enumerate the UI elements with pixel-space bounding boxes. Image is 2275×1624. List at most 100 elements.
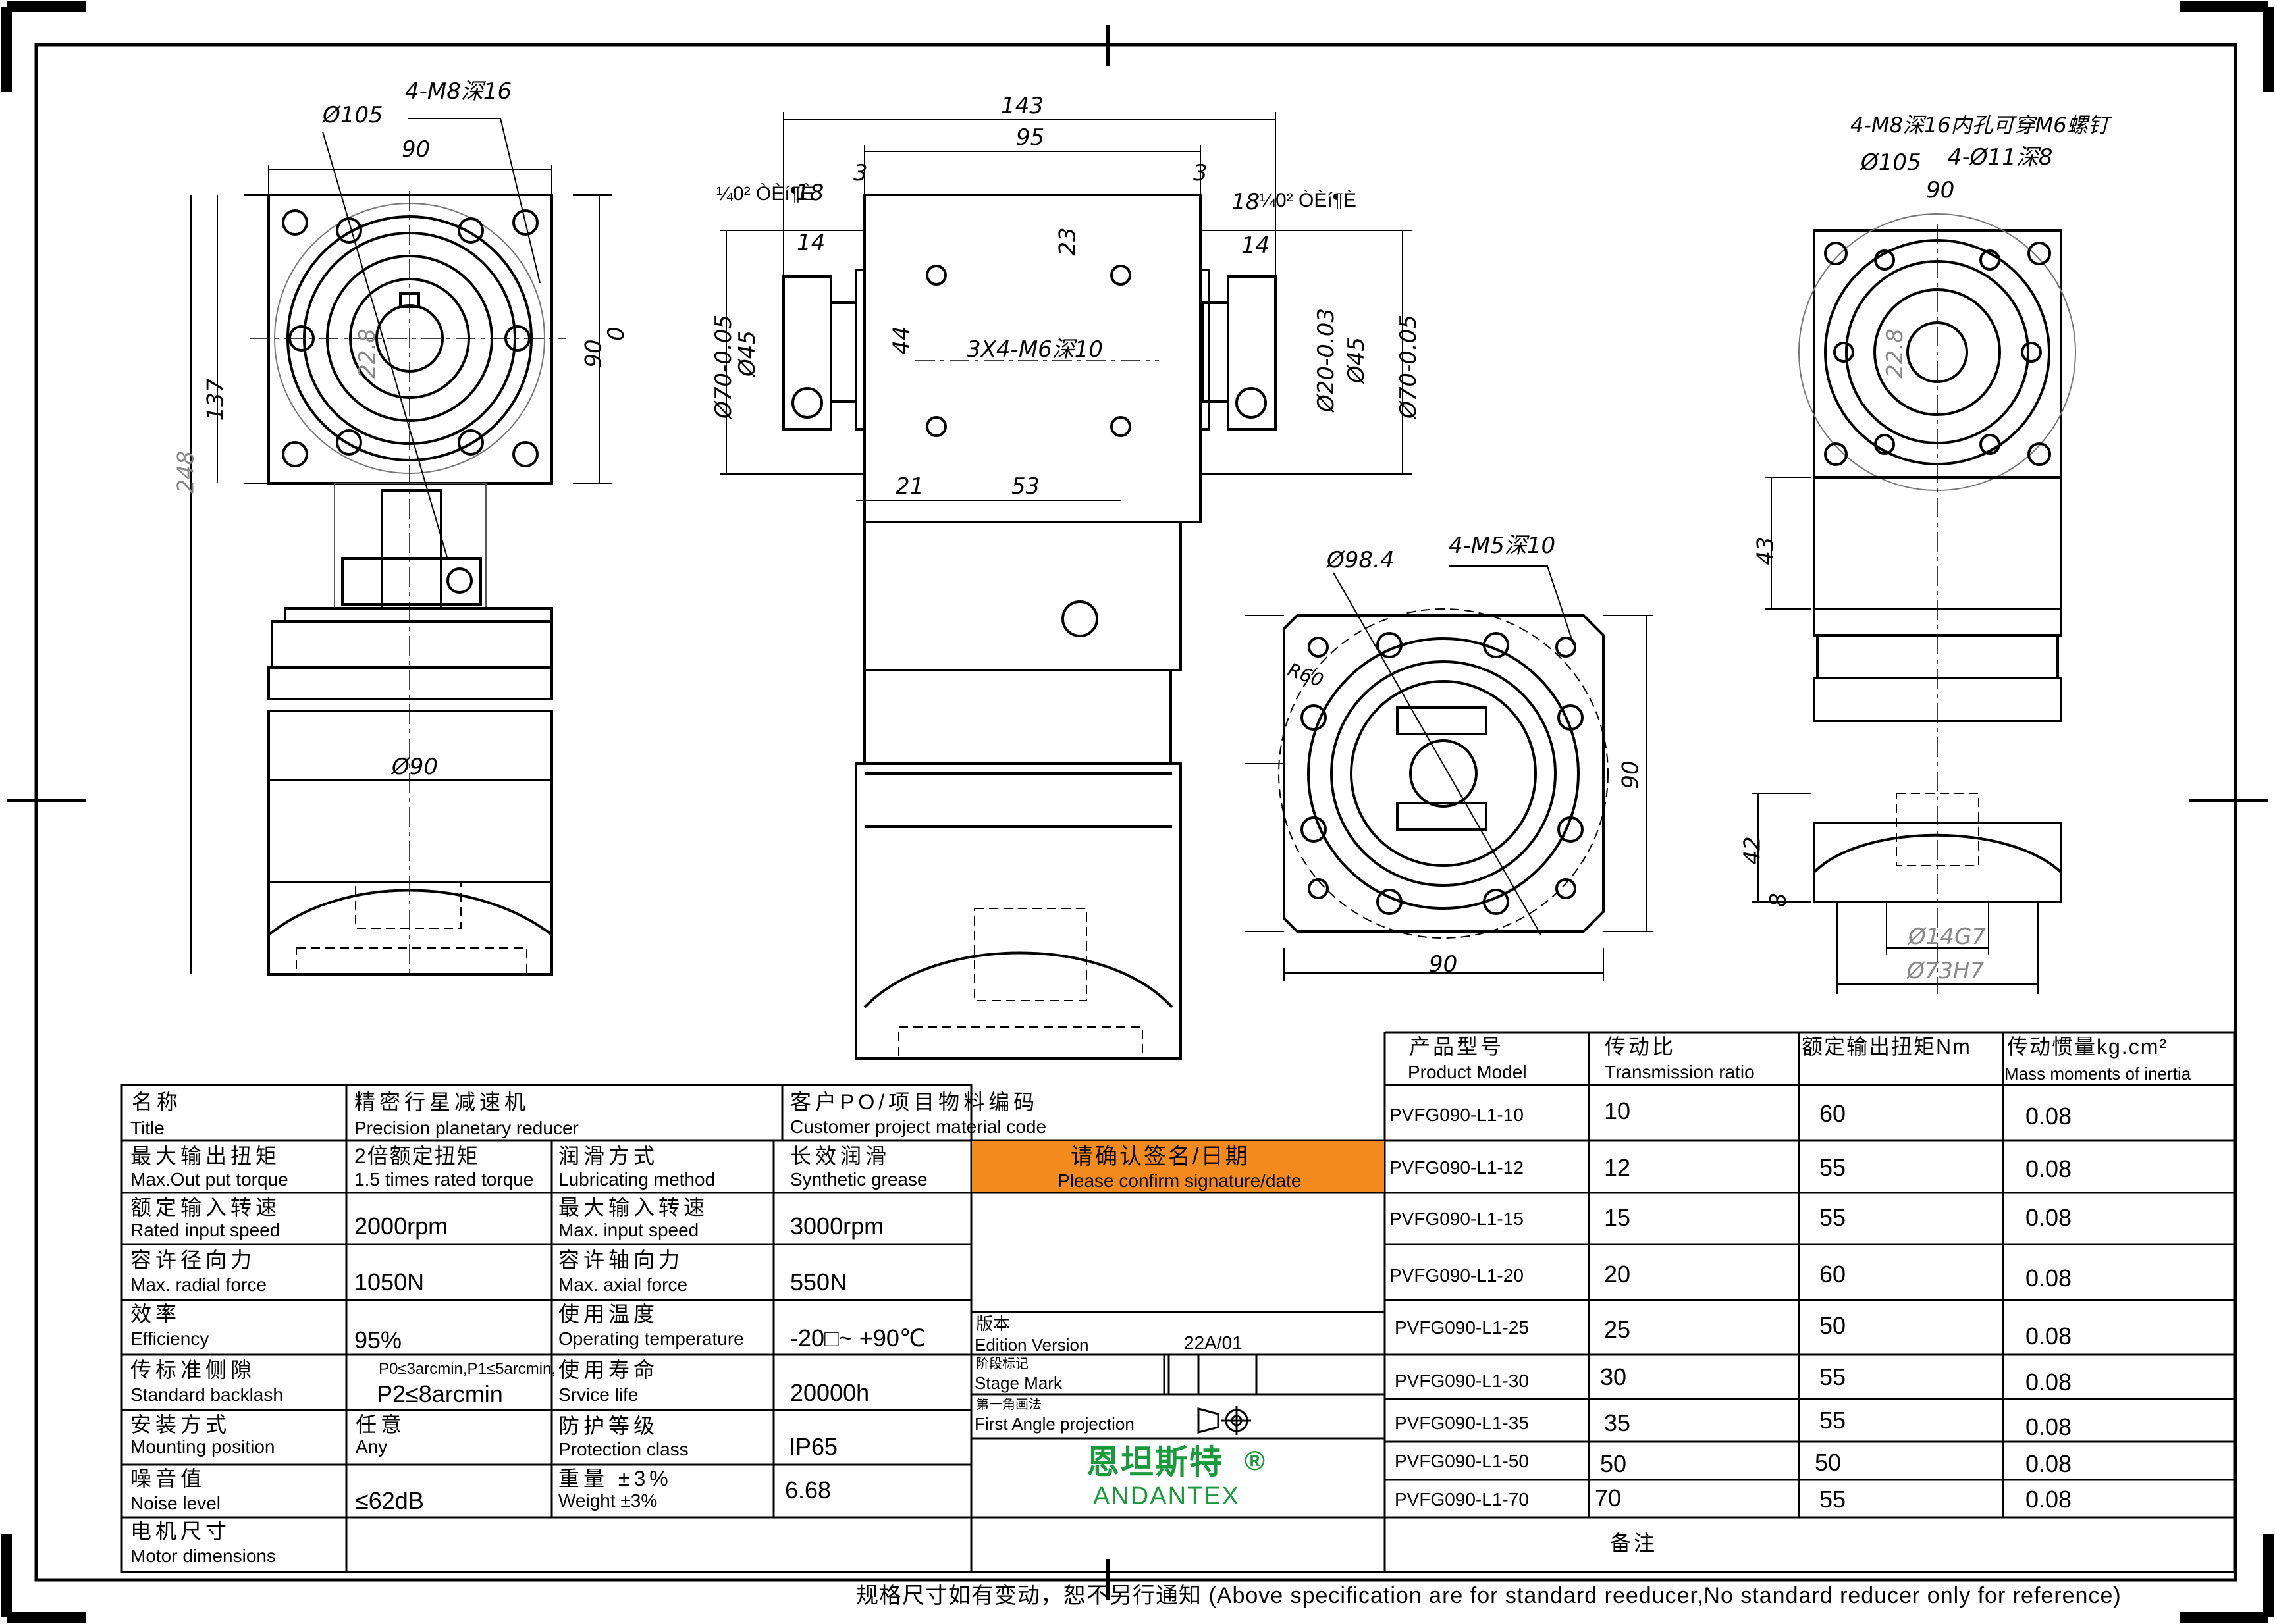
dim-label: 4-Ø11深8 (1948, 144, 2053, 170)
header-model-cn: 产品型号 (1409, 1035, 1505, 1059)
dim-label: Ø90 (392, 754, 439, 780)
spec-value: 20000h (790, 1379, 870, 1406)
spec-label-en: Max. axial force (558, 1274, 688, 1295)
edition-label-en: Edition Version (975, 1335, 1089, 1355)
dim-label: Ø105 (1861, 149, 1921, 176)
confirm-signature-field[interactable]: 请确认签名/日期 Please confirm signature/date (972, 1141, 1384, 1192)
inertia-cell: 0.08 (2025, 1413, 2072, 1440)
spec-label-cn: 安装方式 (130, 1413, 231, 1436)
spec-value: 3000rpm (790, 1213, 884, 1240)
spec-label-en: Efficiency (130, 1328, 209, 1349)
title-value-en: Precision planetary reducer (354, 1118, 579, 1138)
center-marks (7, 25, 2268, 1600)
header-ratio-cn: 传动比 (1605, 1035, 1676, 1059)
spec-label-en: Noise level (130, 1493, 221, 1513)
ratio-cell: 35 (1604, 1409, 1631, 1436)
spec-value: IP65 (789, 1433, 838, 1460)
torque-cell: 55 (1819, 1486, 1846, 1513)
dim-label: Ø20-0.03 (1313, 308, 1339, 412)
inertia-cell: 0.08 (2025, 1486, 2072, 1513)
dim-label: 21 (896, 473, 924, 500)
projection-label-en: First Angle projection (975, 1414, 1135, 1434)
spec-label-en: Operating temperature (558, 1328, 744, 1349)
spec-label-cn: 使用寿命 (558, 1358, 659, 1382)
spec-label-en: Protection class (558, 1439, 689, 1459)
stage-label-en: Stage Mark (975, 1373, 1062, 1393)
confirm-block-bg (972, 1141, 1384, 1192)
outer-frame (34, 43, 2237, 1582)
spec-label-en: Rated input speed (130, 1220, 281, 1240)
model-cell: PVFG090-L1-70 (1395, 1489, 1529, 1509)
spec-label-cn: 最大输入转速 (558, 1195, 709, 1219)
ratio-cell: 12 (1604, 1154, 1631, 1181)
dim-label: Ø70-0.05 (710, 315, 737, 419)
model-cell: PVFG090-L1-10 (1389, 1105, 1524, 1125)
dim-note: ¼0² ÒÈí¶È (1259, 190, 1356, 211)
dim-label: 90 (1429, 951, 1458, 978)
model-cell: PVFG090-L1-50 (1395, 1451, 1529, 1471)
dim-label: 143 (1001, 93, 1044, 119)
spec-label-cn: 最大输出扭矩 (130, 1144, 281, 1168)
dim-label: 18 (1231, 189, 1260, 215)
ratio-cell: 50 (1600, 1450, 1627, 1477)
spec-label-cn: 防护等级 (558, 1414, 659, 1438)
brand-logo: 恩坦斯特 ® ANDANTEX (971, 1442, 1385, 1517)
front-view (720, 112, 1412, 1060)
dim-label: Ø105 (323, 102, 383, 128)
spec-value: 1050N (354, 1269, 425, 1296)
title-label-cn: 名称 (132, 1090, 182, 1114)
right-view (1752, 213, 2076, 994)
dim-label: 0 (602, 327, 629, 341)
spec-label-en: Max. input speed (558, 1220, 699, 1240)
dim-label: 3X4-M6深10 (967, 336, 1104, 363)
remark-label: 备注 (1610, 1531, 1658, 1555)
spec-label-cn: 润滑方式 (558, 1144, 659, 1168)
dim-label: 137 (202, 378, 229, 421)
inertia-cell: 0.08 (2025, 1103, 2072, 1130)
dim-label: 18 (795, 180, 824, 206)
title-value-cn: 精密行星减速机 (354, 1090, 530, 1114)
dim-note: ¼0² ÒÈí¶È (716, 183, 814, 205)
spec-value: 6.68 (785, 1477, 832, 1504)
spec-label-en: Mounting position (130, 1436, 275, 1457)
dim-label: 23 (1054, 227, 1081, 256)
inertia-cell: 0.08 (2025, 1450, 2072, 1477)
torque-cell: 55 (1819, 1363, 1846, 1390)
spec-value: ≤62dB (356, 1487, 424, 1514)
dim-label: 4-M8深16内孔可穿M6螺钉 (1850, 113, 2109, 138)
spec-value: 任意 (356, 1413, 406, 1436)
brand-name-cn: 恩坦斯特 (1086, 1444, 1223, 1480)
model-cell: PVFG090-L1-35 (1395, 1413, 1529, 1433)
dim-label: 90 (1926, 177, 1955, 203)
edition-label-cn: 版本 (976, 1314, 1011, 1334)
dim-label: 22.8 (354, 328, 381, 379)
confirm-label-cn: 请确认签名/日期 (1071, 1144, 1250, 1169)
model-cell: PVFG090-L1-15 (1389, 1209, 1524, 1229)
motor-label-en: Motor dimensions (130, 1546, 276, 1566)
flange-view (1245, 565, 1653, 981)
spec-value: -20□~ +90℃ (790, 1324, 926, 1351)
torque-cell: 55 (1819, 1407, 1846, 1434)
first-angle-projection-icon (1197, 1406, 1251, 1435)
ratio-cell: 25 (1604, 1316, 1631, 1343)
header-ratio-en: Transmission ratio (1605, 1062, 1755, 1082)
dim-label: 14 (797, 230, 826, 256)
po-label-en: Customer project material code (790, 1116, 1047, 1137)
spec-label-cn: 传标准侧隙 (130, 1358, 256, 1382)
spec-value: 2000rpm (354, 1213, 448, 1240)
model-cell: PVFG090-L1-30 (1395, 1371, 1529, 1391)
inertia-cell: 0.08 (2025, 1155, 2072, 1182)
ratio-cell: 30 (1600, 1363, 1627, 1390)
spec-label-en: Max. radial force (130, 1274, 267, 1295)
dim-label: 3 (1193, 160, 1208, 186)
spec-label-en: Standard backlash (130, 1384, 283, 1405)
model-table-lines (971, 1031, 2235, 1573)
spec-value: Synthetic grease (790, 1169, 928, 1190)
ratio-cell: 15 (1604, 1204, 1631, 1231)
edition-value: 22A/01 (1184, 1332, 1243, 1353)
header-inertia-en: Mass moments of inertia (2004, 1064, 2191, 1084)
brand-name-en: ANDANTEX (1093, 1482, 1240, 1510)
inertia-cell: 0.08 (2025, 1369, 2072, 1396)
